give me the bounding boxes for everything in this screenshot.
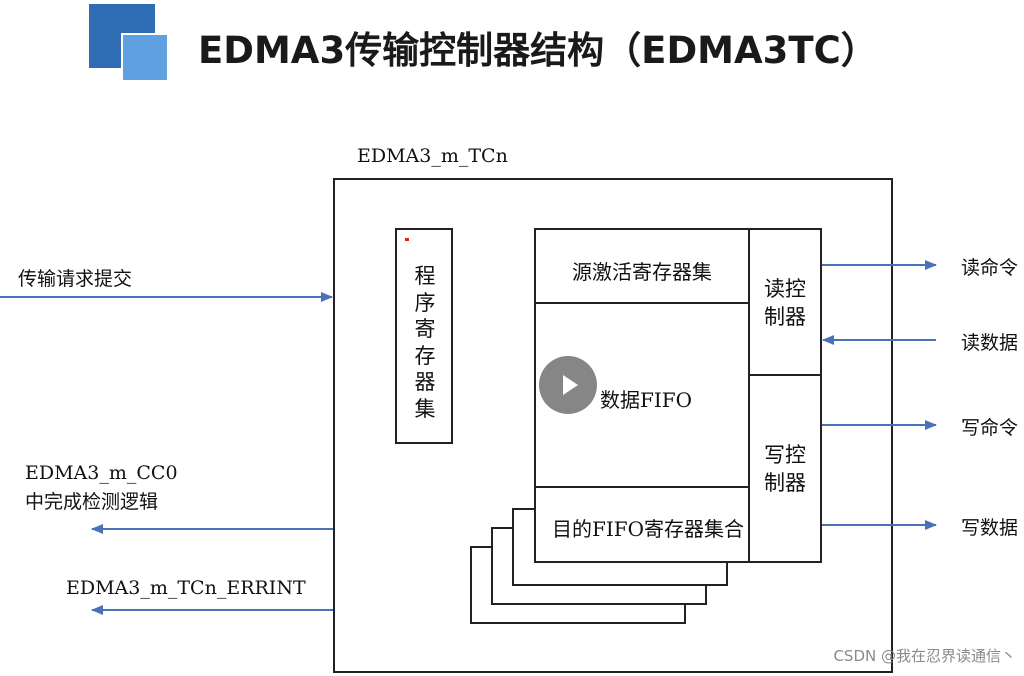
read-command-label: 读命令: [961, 257, 1019, 279]
write-command-label: 写命令: [961, 417, 1019, 439]
write-controller-box: [748, 374, 822, 563]
dest-fifo-register-set-box: [534, 486, 750, 563]
watermark: CSDN @我在忍界读通信丶: [833, 647, 1016, 665]
cc0-label-line1: EDMA3_m_CC0: [25, 462, 178, 484]
logo-square-light: [121, 33, 169, 82]
cc0-label-line2: 中完成检测逻辑: [25, 491, 159, 513]
errint-label: EDMA3_m_TCn_ERRINT: [66, 577, 306, 599]
write-data-label: 写数据: [961, 517, 1019, 539]
read-data-label: 读数据: [961, 332, 1019, 354]
source-active-register-set-label: 源激活寄存器集: [572, 260, 712, 284]
write-controller-label: 写控制器: [764, 443, 806, 495]
red-mark: [405, 238, 409, 241]
play-icon: [563, 375, 578, 395]
transfer-request-label: 传输请求提交: [18, 268, 133, 290]
page-title: EDMA3传输控制器结构（EDMA3TC）: [198, 29, 878, 72]
module-label: EDMA3_m_TCn: [357, 145, 508, 167]
program-register-set-label: 程序寄存器集: [414, 264, 436, 421]
read-controller-box: [748, 228, 822, 376]
data-fifo-label: 数据FIFO: [600, 388, 693, 412]
dest-fifo-register-set-label: 目的FIFO寄存器集合: [552, 517, 745, 541]
program-register-set-box: [395, 228, 453, 444]
play-button[interactable]: [539, 356, 597, 414]
read-controller-label: 读控制器: [764, 277, 806, 329]
